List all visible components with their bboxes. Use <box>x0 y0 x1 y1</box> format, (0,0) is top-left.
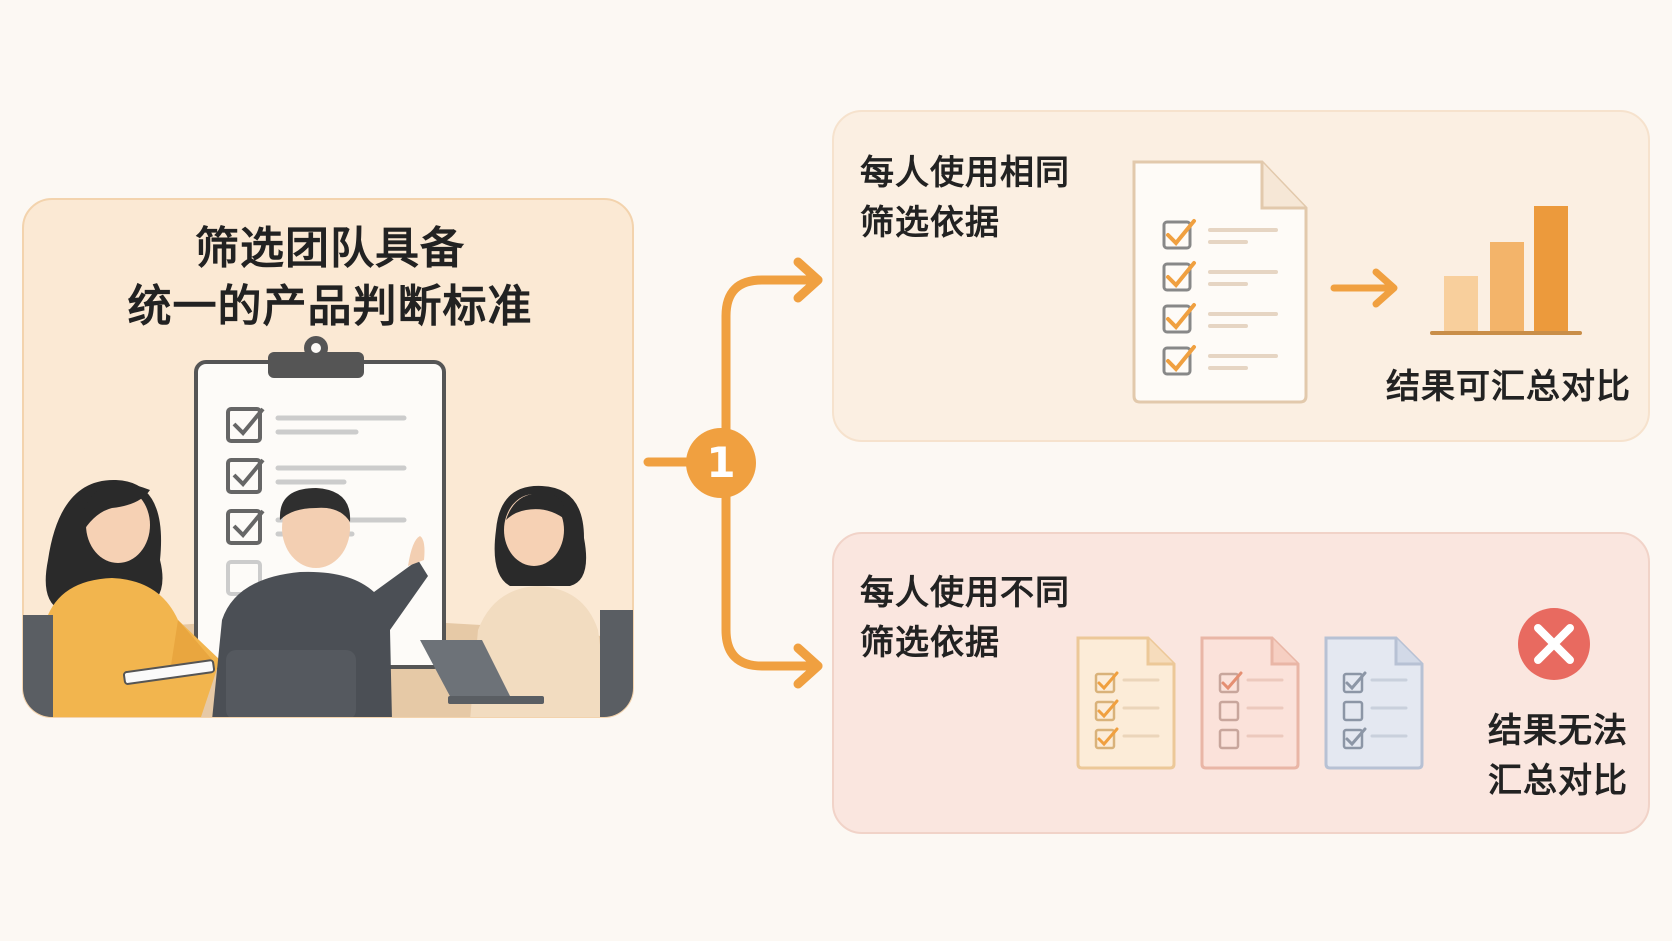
checkbox-checked-icon <box>226 458 262 494</box>
checkbox-checked-icon <box>226 509 262 545</box>
different-criteria-label-line2: 筛选依据 <box>860 623 1000 663</box>
result-not-comparable-line1: 结果无法 <box>1488 711 1628 751</box>
person-center <box>212 488 428 717</box>
team-title-line2: 统一的产品判断标准 <box>127 281 533 332</box>
team-title-line1: 筛选团队具备 <box>195 223 465 274</box>
arrow-right-icon <box>721 489 823 671</box>
document-checklist-icon <box>1076 636 1176 770</box>
checkbox-checked-icon <box>226 407 262 443</box>
result-not-comparable-line2: 汇总对比 <box>1488 761 1628 801</box>
same-criteria-label-line2: 筛选依据 <box>860 203 1000 243</box>
arrow-right-icon <box>1330 268 1398 308</box>
document-checklist-icon <box>1200 636 1300 770</box>
bar-chart-icon <box>1430 206 1582 335</box>
same-criteria-label-line1: 每人使用相同 <box>860 153 1070 193</box>
person-left <box>40 479 220 717</box>
different-criteria-label-line1: 每人使用不同 <box>860 573 1070 613</box>
team-meeting-illustration <box>23 336 633 717</box>
step-number: 1 <box>706 438 736 487</box>
error-x-icon <box>1518 608 1590 680</box>
arrow-right-icon <box>721 275 823 435</box>
step-number-badge <box>686 428 756 498</box>
flow-arrows <box>643 257 823 689</box>
result-comparable-label: 结果可汇总对比 <box>1386 367 1631 407</box>
person-right <box>420 485 633 717</box>
document-checklist-icon <box>1324 636 1424 770</box>
